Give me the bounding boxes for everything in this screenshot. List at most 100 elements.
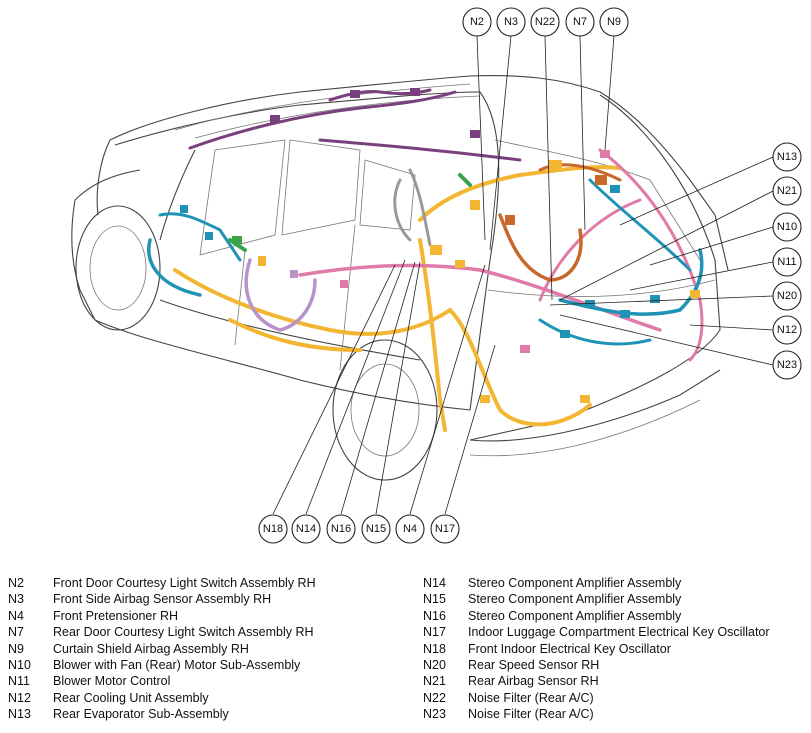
legend-description: Stereo Component Amplifier Assembly — [468, 576, 682, 590]
legend-description: Front Indoor Electrical Key Oscillator — [468, 641, 671, 656]
legend-row: N4 Front Pretensioner RH — [8, 608, 408, 624]
legend-code: N13 — [8, 707, 31, 722]
legend-row: N11 Blower Motor Control — [8, 673, 408, 689]
svg-text:N11: N11 — [777, 256, 796, 268]
legend-column-left: N2 Front Door Courtesy Light Switch Assem… — [8, 575, 408, 723]
legend-description: Front Pretensioner RH — [53, 608, 179, 623]
legend-row: N12 Rear Cooling Unit Assembly — [8, 690, 408, 706]
legend-description: Curtain Shield Airbag Assembly RH — [53, 641, 249, 656]
legend-description: Rear Cooling Unit Assembly — [53, 690, 209, 705]
svg-text:N15: N15 — [366, 523, 386, 535]
legend-description: Rear Evaporator Sub-Assembly — [53, 707, 229, 722]
svg-text:N13: N13 — [777, 151, 797, 163]
callout-n10: N10 — [772, 212, 802, 242]
callout-n23: N23 — [772, 350, 802, 380]
legend-code: N10 — [8, 658, 31, 673]
callouts-bottom: N18 N14 N16 N15 N4 N17 — [258, 514, 460, 544]
svg-text:N2: N2 — [470, 16, 484, 28]
legend-code: N3 — [8, 592, 24, 607]
callouts-right: N13 N21 N10 N11 N20 N12 N23 — [772, 142, 802, 380]
callout-n12: N12 — [772, 315, 802, 345]
legend-code: N20 — [423, 658, 446, 673]
callout-n20: N20 — [772, 281, 802, 311]
legend: N2 Front Door Courtesy Light Switch Assem… — [0, 575, 811, 725]
legend-description: Stereo Component Amplifier Assembly — [468, 608, 682, 623]
legend-description: Front Door Courtesy Light Switch Assembl… — [53, 576, 316, 590]
callout-n11: N11 — [772, 247, 802, 277]
legend-row: N18 Front Indoor Electrical Key Oscillato… — [423, 641, 808, 657]
legend-description: Blower with Fan (Rear) Motor Sub-Assembl… — [53, 658, 301, 673]
callout-n15: N15 — [361, 514, 391, 544]
legend-code: N22 — [423, 690, 446, 705]
legend-code: N4 — [8, 608, 24, 623]
vehicle-outline — [71, 74, 729, 481]
legend-code: N21 — [423, 674, 446, 689]
callout-n18: N18 — [258, 514, 288, 544]
callout-n22: N22 — [530, 7, 560, 37]
callouts-top: N2 N3 N22 N7 N9 — [462, 7, 629, 37]
legend-row: N10 Blower with Fan (Rear) Motor Sub-Asse… — [8, 657, 408, 673]
callout-n2: N2 — [462, 7, 492, 37]
svg-text:N3: N3 — [504, 16, 518, 28]
callout-n17: N17 — [430, 514, 460, 544]
wiring-harness-diagram: N2 N3 N22 N7 N9 N13 N21 N10 N11 N20 N12 … — [71, 7, 802, 544]
legend-row: N3 Front Side Airbag Sensor Assembly RH — [8, 591, 408, 607]
svg-text:N16: N16 — [331, 523, 351, 535]
legend-code: N9 — [8, 641, 24, 656]
legend-row: N22 Noise Filter (Rear A/C) — [423, 690, 808, 706]
legend-code: N14 — [423, 576, 446, 590]
legend-code: N2 — [8, 576, 24, 590]
legend-code: N17 — [423, 625, 446, 640]
callout-n21: N21 — [772, 176, 802, 206]
legend-code: N11 — [8, 674, 31, 689]
svg-text:N10: N10 — [777, 221, 797, 233]
legend-code: N16 — [423, 608, 446, 623]
legend-description: Front Side Airbag Sensor Assembly RH — [53, 592, 272, 607]
legend-description: Noise Filter (Rear A/C) — [468, 707, 594, 722]
legend-row: N7 Rear Door Courtesy Light Switch Assemb… — [8, 624, 408, 640]
svg-text:N23: N23 — [777, 359, 797, 371]
legend-row: N15 Stereo Component Amplifier Assembly — [423, 591, 808, 607]
legend-row: N2 Front Door Courtesy Light Switch Assem… — [8, 575, 408, 591]
callout-n13: N13 — [772, 142, 802, 172]
svg-text:N12: N12 — [777, 324, 797, 336]
svg-text:N4: N4 — [403, 523, 417, 535]
harness-wiring — [147, 88, 704, 432]
legend-description: Rear Door Courtesy Light Switch Assembly… — [53, 625, 314, 640]
svg-text:N14: N14 — [296, 523, 316, 535]
svg-text:N17: N17 — [435, 523, 455, 535]
legend-row: N14 Stereo Component Amplifier Assembly — [423, 575, 808, 591]
legend-row: N17 Indoor Luggage Compartment Electrical… — [423, 624, 808, 640]
legend-code: N7 — [8, 625, 24, 640]
legend-code: N18 — [423, 641, 446, 656]
legend-description: Rear Airbag Sensor RH — [468, 674, 599, 689]
svg-text:N20: N20 — [777, 290, 797, 302]
legend-code: N23 — [423, 707, 446, 722]
legend-row: N20 Rear Speed Sensor RH — [423, 657, 808, 673]
svg-text:N18: N18 — [263, 523, 283, 535]
callout-n4: N4 — [395, 514, 425, 544]
legend-row: N21 Rear Airbag Sensor RH — [423, 673, 808, 689]
legend-description: Blower Motor Control — [53, 674, 171, 689]
callout-n16: N16 — [326, 514, 356, 544]
leader-lines — [272, 35, 774, 515]
legend-description: Noise Filter (Rear A/C) — [468, 690, 594, 705]
legend-row: N16 Stereo Component Amplifier Assembly — [423, 608, 808, 624]
callout-n3: N3 — [496, 7, 526, 37]
svg-text:N22: N22 — [535, 16, 555, 28]
callout-n14: N14 — [291, 514, 321, 544]
legend-code: N12 — [8, 690, 31, 705]
legend-row: N13 Rear Evaporator Sub-Assembly — [8, 706, 408, 722]
svg-text:N21: N21 — [777, 185, 797, 197]
connector-blocks — [180, 88, 700, 403]
callout-n9: N9 — [599, 7, 629, 37]
legend-description: Indoor Luggage Compartment Electrical Ke… — [468, 625, 770, 640]
legend-code: N15 — [423, 592, 446, 607]
legend-description: Rear Speed Sensor RH — [468, 658, 600, 673]
legend-description: Stereo Component Amplifier Assembly — [468, 592, 682, 607]
legend-row: N9 Curtain Shield Airbag Assembly RH — [8, 641, 408, 657]
svg-text:N9: N9 — [607, 16, 621, 28]
legend-row: N23 Noise Filter (Rear A/C) — [423, 706, 808, 722]
svg-text:N7: N7 — [573, 16, 587, 28]
